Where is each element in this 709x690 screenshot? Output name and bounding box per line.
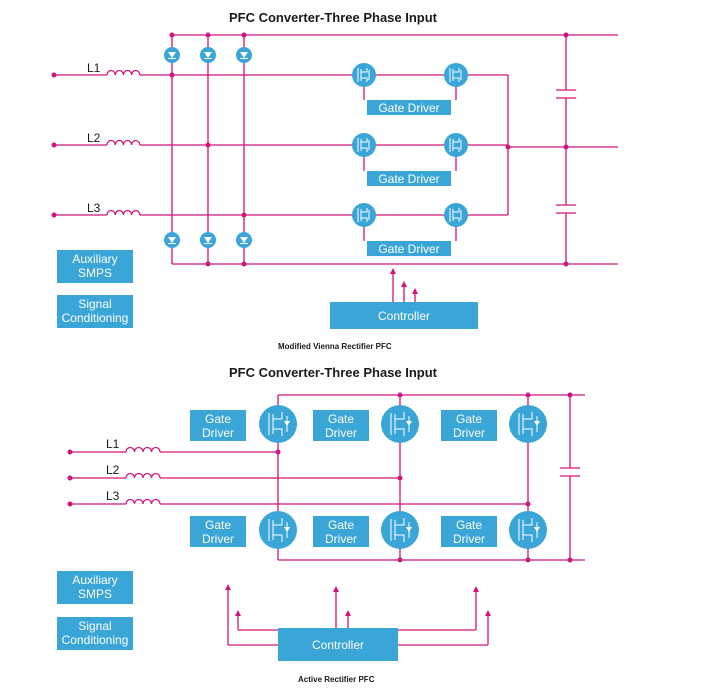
- inductor-icon: [125, 498, 161, 505]
- top-wires: [54, 34, 618, 302]
- mosfet-icon: [381, 511, 419, 549]
- inductor-icon: [106, 139, 141, 146]
- bottom-gate-driver-6: Gate Driver: [441, 516, 497, 547]
- bottom-gate-driver-2: Gate Driver: [313, 410, 369, 441]
- svg-text:Driver: Driver: [453, 532, 485, 546]
- svg-text:Gate: Gate: [328, 518, 354, 532]
- svg-text:Controller: Controller: [312, 638, 364, 652]
- bottom-phase-label-l1: L1: [106, 437, 120, 451]
- bottom-auxiliary-smps: Auxiliary SMPS: [57, 571, 133, 604]
- diode-icon: [236, 47, 252, 63]
- svg-text:Gate Driver: Gate Driver: [378, 242, 439, 256]
- diode-icon: [200, 232, 216, 248]
- inductor-icon: [106, 69, 141, 76]
- mosfet-icon: [381, 405, 419, 443]
- svg-text:Conditioning: Conditioning: [62, 311, 129, 325]
- mosfet-icon: [352, 63, 376, 87]
- top-controller: Controller: [330, 302, 478, 329]
- svg-text:Gate: Gate: [205, 412, 231, 426]
- top-auxiliary-smps: Auxiliary SMPS: [57, 250, 133, 283]
- inductor-icon: [106, 209, 141, 216]
- capacitor-icon: [556, 89, 576, 99]
- bottom-title: PFC Converter-Three Phase Input: [229, 365, 438, 380]
- svg-text:Auxiliary: Auxiliary: [72, 252, 117, 266]
- svg-text:Gate: Gate: [328, 412, 354, 426]
- top-inductors: [106, 69, 141, 216]
- top-gate-driver-3: Gate Driver: [367, 241, 451, 256]
- top-caption: Modified Vienna Rectifier PFC: [278, 342, 392, 351]
- mosfet-icon: [444, 203, 468, 227]
- bottom-inductors: [125, 446, 161, 505]
- svg-text:Conditioning: Conditioning: [62, 633, 129, 647]
- diode-icon: [164, 232, 180, 248]
- bottom-caption: Active Rectifier PFC: [298, 675, 375, 684]
- diode-icon: [200, 47, 216, 63]
- inductor-icon: [125, 446, 161, 453]
- vienna-rectifier-diagram: PFC Converter-Three Phase Input: [51, 10, 618, 351]
- mosfet-icon: [259, 511, 297, 549]
- svg-text:Gate: Gate: [456, 412, 482, 426]
- bottom-gate-driver-1: Gate Driver: [190, 410, 246, 441]
- diode-icon: [236, 232, 252, 248]
- top-gate-driver-1: Gate Driver: [367, 100, 451, 115]
- diode-icon: [164, 47, 180, 63]
- svg-text:Driver: Driver: [453, 426, 485, 440]
- top-switches: [352, 63, 468, 227]
- bottom-gate-driver-4: Gate Driver: [190, 516, 246, 547]
- top-capacitors: [556, 89, 576, 214]
- bottom-junctions: [67, 392, 573, 563]
- mosfet-icon: [509, 405, 547, 443]
- top-title: PFC Converter-Three Phase Input: [229, 10, 438, 25]
- svg-text:Driver: Driver: [202, 532, 234, 546]
- top-phase-label-l3: L3: [87, 201, 101, 215]
- top-signal-conditioning: Signal Conditioning: [57, 295, 133, 328]
- svg-text:Gate Driver: Gate Driver: [378, 172, 439, 186]
- svg-text:Driver: Driver: [202, 426, 234, 440]
- svg-text:Gate: Gate: [456, 518, 482, 532]
- top-phase-label-l2: L2: [87, 131, 101, 145]
- top-phase-label-l1: L1: [87, 61, 101, 75]
- svg-text:Controller: Controller: [378, 309, 430, 323]
- bottom-signal-conditioning: Signal Conditioning: [57, 617, 133, 650]
- bottom-gate-driver-5: Gate Driver: [313, 516, 369, 547]
- mosfet-icon: [444, 63, 468, 87]
- svg-text:SMPS: SMPS: [78, 266, 112, 280]
- bottom-gate-driver-3: Gate Driver: [441, 410, 497, 441]
- top-gate-driver-2: Gate Driver: [367, 171, 451, 186]
- svg-text:Auxiliary: Auxiliary: [72, 573, 117, 587]
- svg-text:Signal: Signal: [78, 619, 111, 633]
- top-junctions: [51, 32, 569, 267]
- bottom-phase-label-l3: L3: [106, 489, 120, 503]
- bottom-controller: Controller: [278, 628, 398, 661]
- svg-text:Gate Driver: Gate Driver: [378, 101, 439, 115]
- mosfet-icon: [352, 203, 376, 227]
- mosfet-icon: [444, 133, 468, 157]
- inductor-icon: [125, 472, 161, 479]
- mosfet-icon: [352, 133, 376, 157]
- capacitor-icon: [556, 204, 576, 214]
- mosfet-icon: [509, 511, 547, 549]
- capacitor-icon: [560, 467, 580, 477]
- mosfet-icon: [259, 405, 297, 443]
- bottom-switches: [259, 405, 547, 549]
- svg-text:Signal: Signal: [78, 297, 111, 311]
- active-rectifier-diagram: PFC Converter-Three Phase Input: [57, 365, 585, 684]
- bottom-phase-label-l2: L2: [106, 463, 120, 477]
- top-diodes: [164, 47, 252, 248]
- svg-text:Driver: Driver: [325, 426, 357, 440]
- svg-text:SMPS: SMPS: [78, 587, 112, 601]
- svg-text:Driver: Driver: [325, 532, 357, 546]
- svg-text:Gate: Gate: [205, 518, 231, 532]
